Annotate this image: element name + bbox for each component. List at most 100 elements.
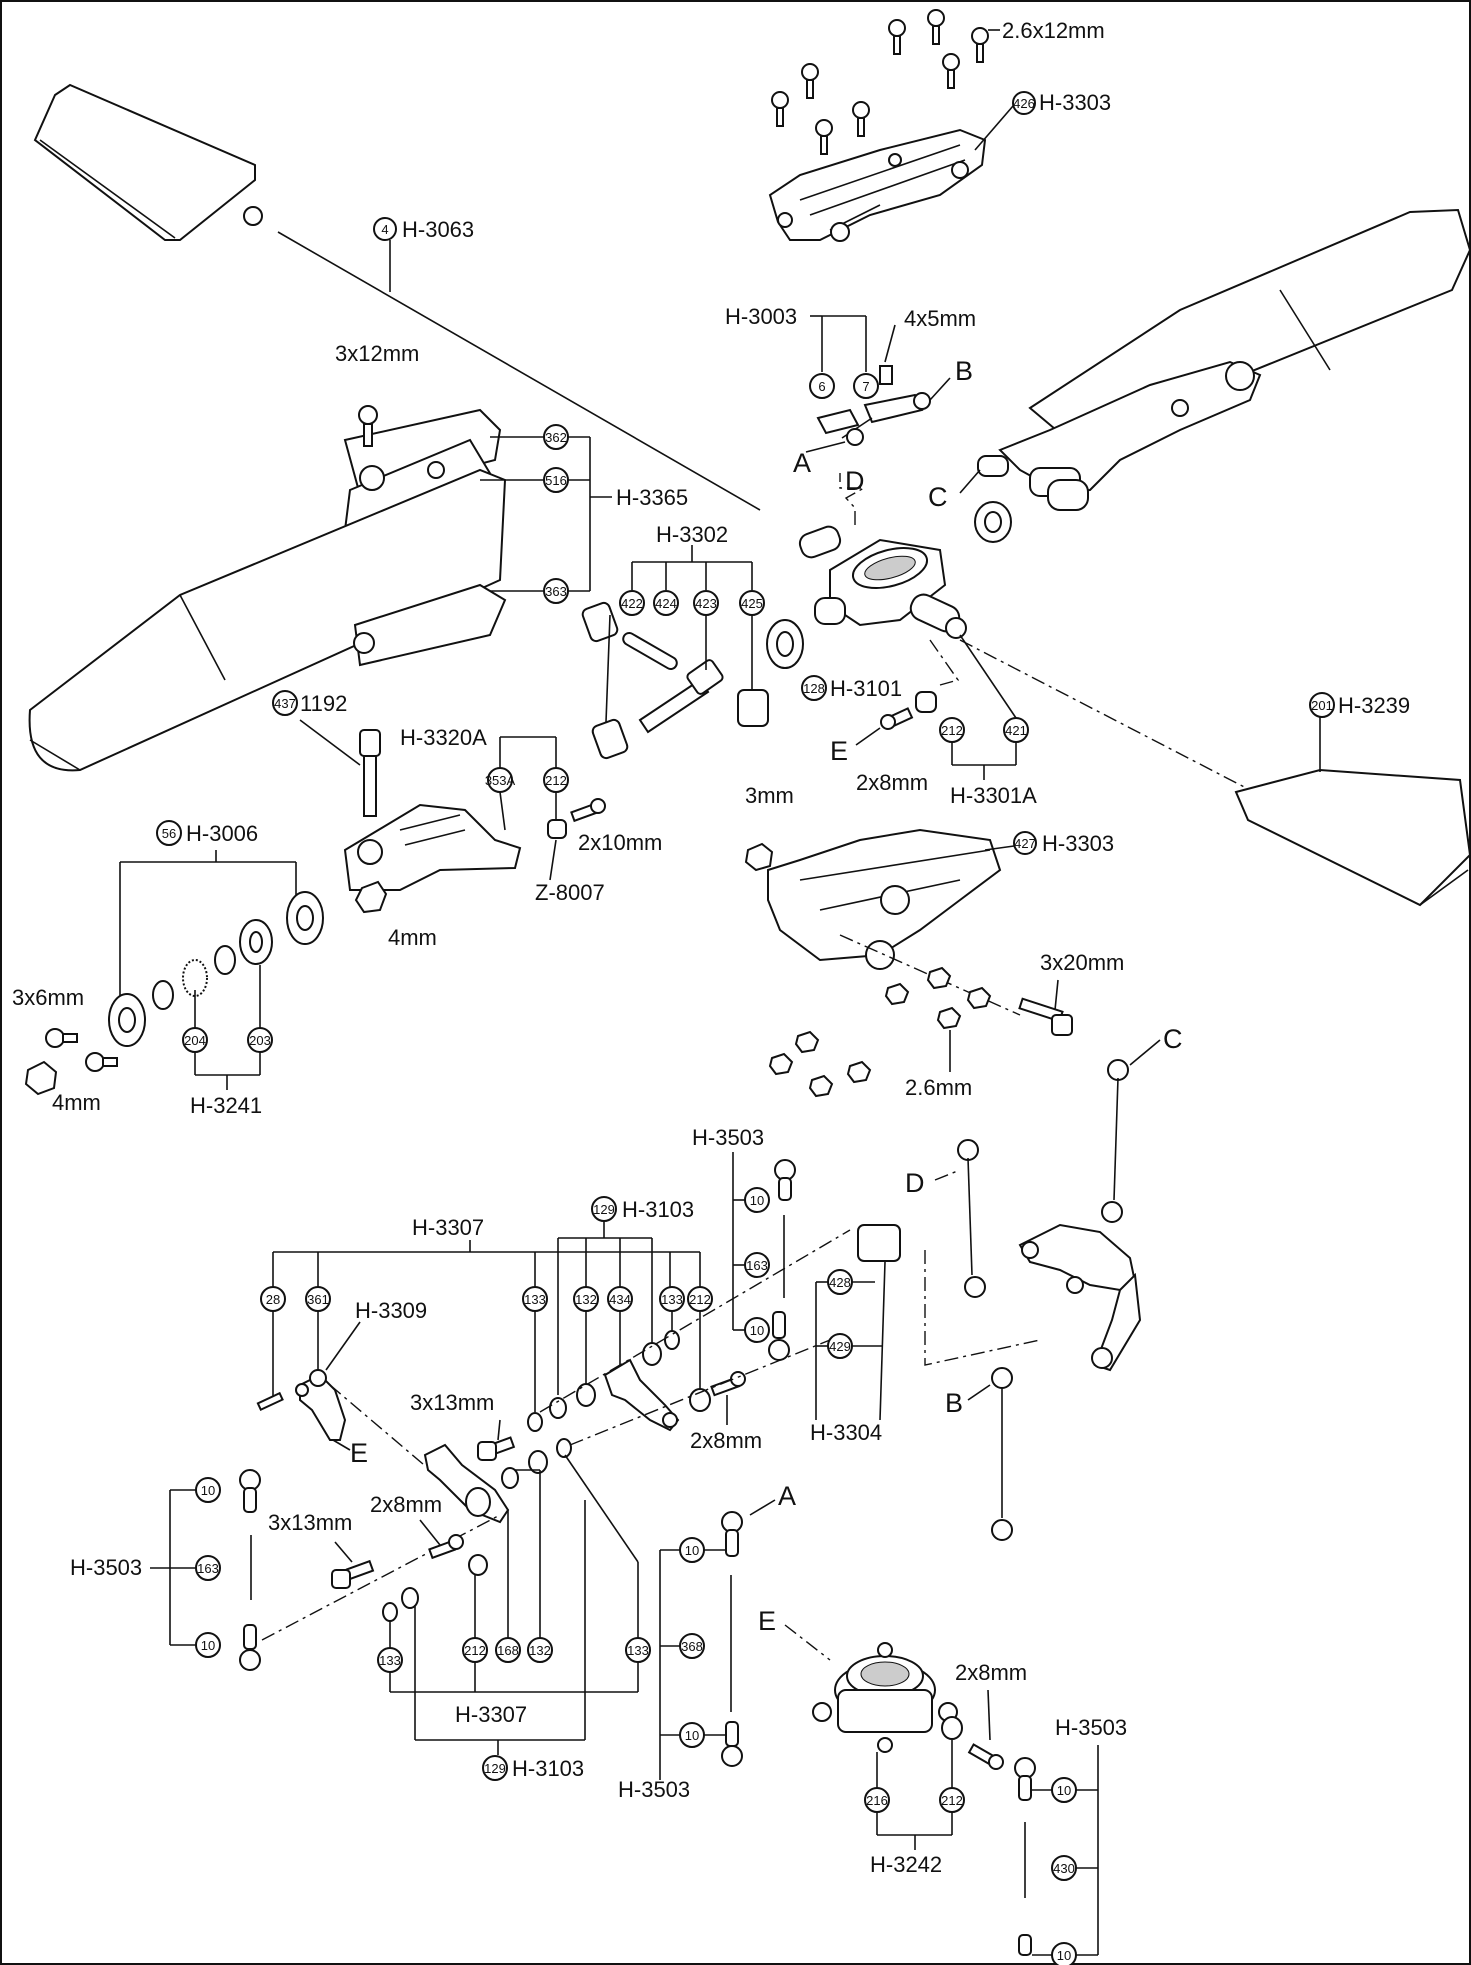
hub-to-blade-axis <box>959 639 1251 791</box>
svg-text:368: 368 <box>681 1639 703 1654</box>
ball-link-center-b <box>721 1721 743 1767</box>
svg-text:212: 212 <box>941 723 963 738</box>
nut-4mm-bearing <box>24 1060 58 1096</box>
callout-430 <box>1051 1855 1077 1881</box>
svg-text:133: 133 <box>524 1292 546 1307</box>
svg-text:201: 201 <box>1311 698 1333 713</box>
label-d-top: D <box>845 466 865 496</box>
label-3x12: 3x12mm <box>335 341 419 366</box>
svg-text:4: 4 <box>381 222 388 237</box>
svg-text:168: 168 <box>497 1643 519 1658</box>
nuts-2.6mm <box>768 966 992 1098</box>
bolt-3x13-top <box>477 1436 516 1461</box>
label-3mm: 3mm <box>745 783 794 808</box>
label-h3242: H-3242 <box>870 1852 942 1877</box>
svg-text:429: 429 <box>829 1339 851 1354</box>
bushing-425 <box>737 689 769 727</box>
callout-56 <box>156 820 182 846</box>
svg-text:129: 129 <box>593 1202 615 1217</box>
ball-link-left-b <box>239 1624 261 1671</box>
label-screw-2.6x12: 2.6x12mm <box>1002 18 1105 43</box>
label-3x20: 3x20mm <box>1040 950 1124 975</box>
callout-424 <box>653 590 679 616</box>
label-h3303-lower: H-3303 <box>1042 831 1114 856</box>
callout-427 <box>1013 831 1037 855</box>
label-3x13-top: 3x13mm <box>410 1390 494 1415</box>
callout-422 <box>619 590 645 616</box>
label-h3307-top: H-3307 <box>412 1215 484 1240</box>
svg-text:133: 133 <box>627 1643 649 1658</box>
callout-129-low <box>482 1755 508 1781</box>
head-block-lower <box>767 828 1002 970</box>
label-h3365: H-3365 <box>616 485 688 510</box>
svg-text:427: 427 <box>1014 836 1036 851</box>
svg-text:423: 423 <box>695 596 717 611</box>
svg-text:204: 204 <box>184 1033 206 1048</box>
svg-text:428: 428 <box>829 1275 851 1290</box>
arm-h3309 <box>295 1369 347 1441</box>
label-3x13-low: 3x13mm <box>268 1510 352 1535</box>
washer-212-mixer <box>547 819 567 839</box>
washers-low-row <box>382 1554 488 1622</box>
washers-mid-row <box>501 1438 572 1489</box>
callout-163-top <box>744 1252 770 1278</box>
svg-text:128: 128 <box>803 681 825 696</box>
callout-201 <box>1309 692 1335 718</box>
svg-text:10: 10 <box>201 1638 215 1653</box>
label-a-top: A <box>793 448 811 478</box>
label-h3003: H-3003 <box>725 304 797 329</box>
label-h3503-center: H-3503 <box>618 1777 690 1802</box>
screw-2x10 <box>570 798 606 823</box>
link-rod-b <box>991 1367 1013 1541</box>
washer-212-swash <box>941 1716 963 1740</box>
svg-text:133: 133 <box>661 1292 683 1307</box>
spindle-423 <box>638 659 724 734</box>
svg-text:353A: 353A <box>485 773 516 788</box>
label-c-top: C <box>928 482 948 512</box>
label-2x8-hub: 2x8mm <box>856 770 928 795</box>
blade-grip-right <box>977 360 1262 511</box>
link-arm-long <box>423 1443 510 1524</box>
label-e-swash: E <box>758 1606 776 1636</box>
washer-to-arm-axis <box>539 1229 851 1413</box>
label-c-link: C <box>1163 1024 1183 1054</box>
hub-e-dashline <box>929 639 960 686</box>
ball-link-center-a <box>721 1511 743 1557</box>
head-cover-upper <box>768 128 987 242</box>
ball-link-top-a <box>774 1159 796 1201</box>
svg-text:203: 203 <box>249 1033 271 1048</box>
callout-128 <box>801 675 827 701</box>
callout-163-left <box>195 1555 221 1581</box>
label-4mm-bearing: 4mm <box>52 1090 101 1115</box>
svg-text:362: 362 <box>545 430 567 445</box>
svg-text:421: 421 <box>1005 723 1027 738</box>
callout-7 <box>853 373 879 399</box>
svg-text:434: 434 <box>609 1292 631 1307</box>
svg-text:10: 10 <box>1057 1948 1071 1963</box>
label-h3503-left: H-3503 <box>70 1555 142 1580</box>
label-h3241: H-3241 <box>190 1093 262 1118</box>
label-a-link: A <box>778 1481 796 1511</box>
svg-text:10: 10 <box>750 1323 764 1338</box>
svg-text:516: 516 <box>545 473 567 488</box>
bolt-3x13-low <box>331 1559 375 1589</box>
label-h3320a: H-3320A <box>400 725 487 750</box>
flybar-rod <box>277 231 761 511</box>
callout-426 <box>1012 91 1036 115</box>
label-b-top: B <box>955 356 973 386</box>
label-4x5: 4x5mm <box>904 306 976 331</box>
bolt-1192 <box>359 729 381 817</box>
washers-top-row <box>527 1330 711 1432</box>
link-rod-c <box>1101 1059 1129 1223</box>
nut-3mm <box>744 842 774 872</box>
callout-368 <box>679 1633 705 1659</box>
label-h3303-upper: H-3303 <box>1039 90 1111 115</box>
svg-text:424: 424 <box>655 596 677 611</box>
pin-424 <box>622 632 678 670</box>
label-h3503-right: H-3503 <box>1055 1715 1127 1740</box>
svg-text:216: 216 <box>866 1793 888 1808</box>
label-4mm-mixer: 4mm <box>388 925 437 950</box>
washout-assembly <box>1018 1223 1142 1372</box>
callout-10-left-a <box>195 1477 221 1503</box>
screw-3x12 <box>358 405 378 447</box>
